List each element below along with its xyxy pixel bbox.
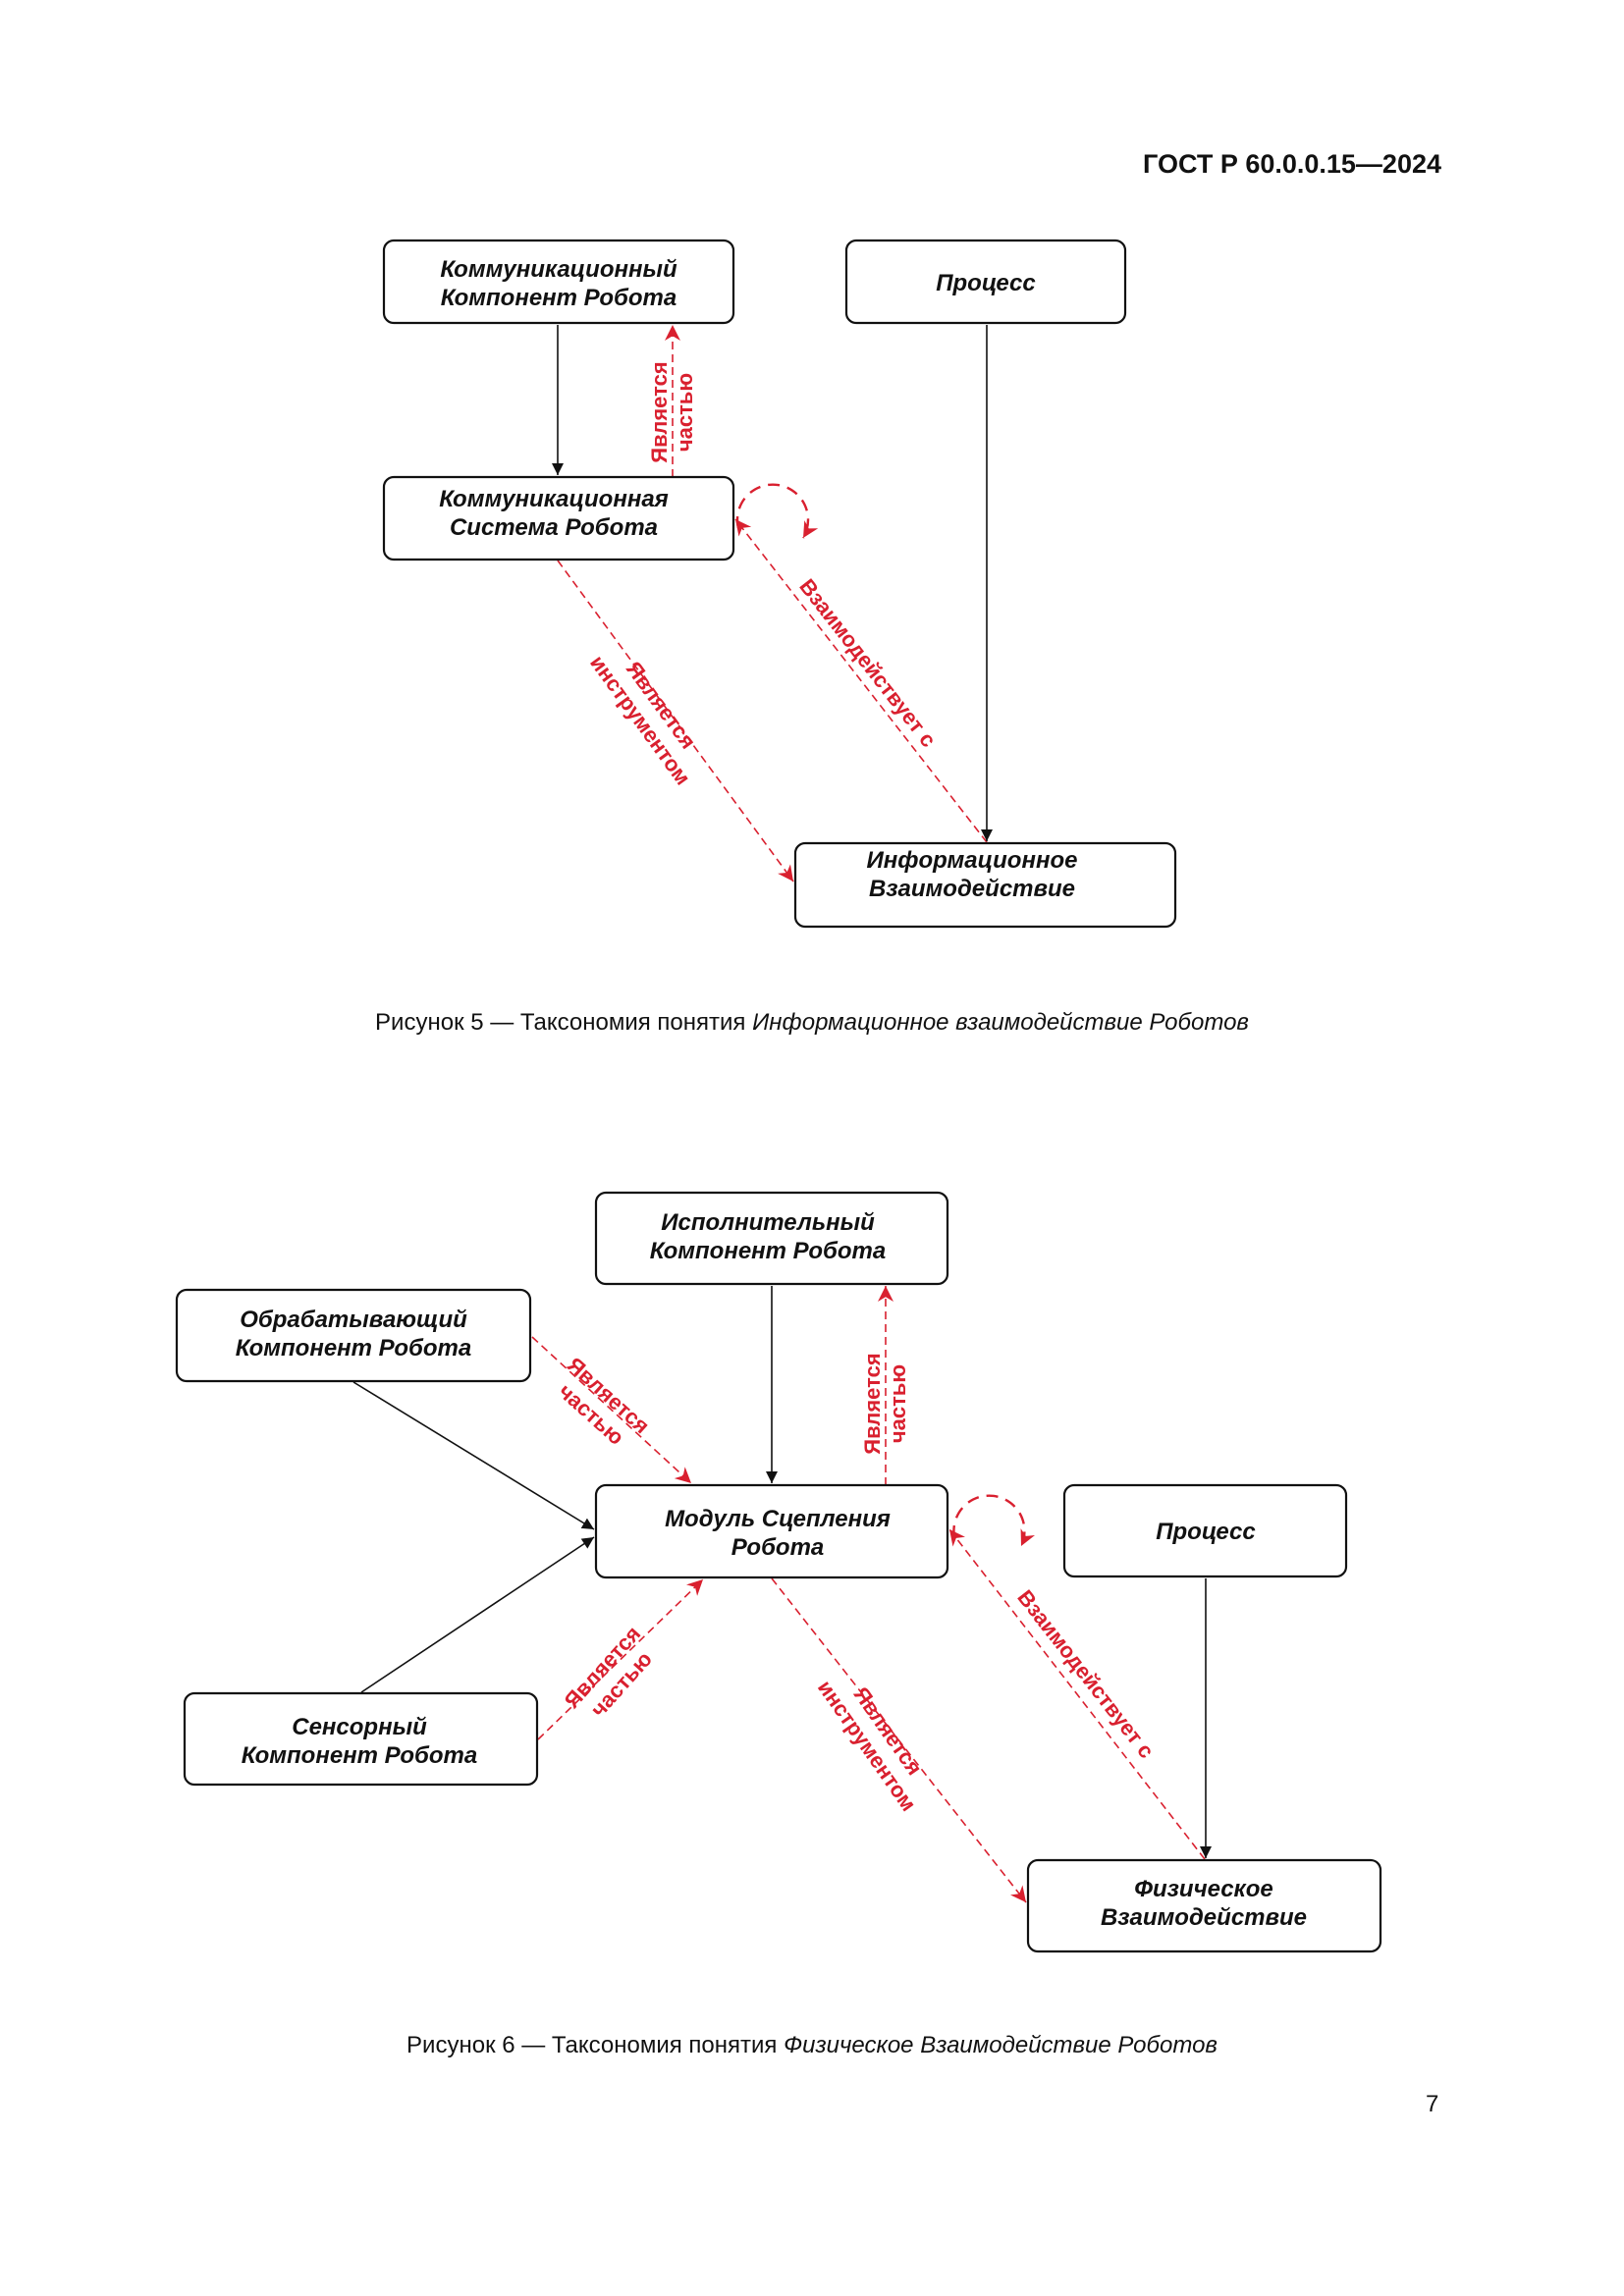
- edge-interacts: [734, 518, 988, 843]
- caption-prefix: Рисунок 5 — Таксономия понятия: [375, 1009, 753, 1036]
- label-interacts: Взаимодействует с: [794, 574, 941, 752]
- edge-processing-to-coupling: [352, 1381, 595, 1530]
- label-part-of: Являетсячастью: [647, 361, 697, 462]
- label-interacts: Взаимодействует с: [1012, 1585, 1159, 1763]
- edge-sensor-to-coupling: [360, 1536, 595, 1693]
- box-process: Процесс: [1062, 1483, 1348, 1578]
- self-loop-interacts: [952, 1494, 1036, 1547]
- svg-text:Процесс: Процесс: [936, 270, 1036, 296]
- figure-5-caption: Рисунок 5 — Таксономия понятия Информаци…: [0, 1009, 1624, 1037]
- document-id: ГОСТ Р 60.0.0.15—2024: [1143, 149, 1441, 179]
- label-tool: Являетсяинструментом: [813, 1661, 943, 1816]
- self-loop-interacts: [735, 483, 819, 539]
- edge-part-of-processing: [531, 1336, 692, 1484]
- label-part-of-actuator: Являетсячастью: [860, 1353, 910, 1454]
- label-tool: Являетсяинструментом: [585, 636, 716, 790]
- figure-6-caption: Рисунок 6 — Таксономия понятия Физическо…: [0, 2032, 1624, 2059]
- figure-6: Являетсячастью Являетсячастью Являетсяча…: [175, 1191, 1382, 1953]
- edge-part-of-sensor: [537, 1578, 704, 1740]
- caption-prefix: Рисунок 6 — Таксономия понятия: [406, 2032, 785, 2058]
- caption-term: Информационное взаимодействие Роботов: [752, 1009, 1249, 1036]
- figure-5: Являетсячастью Являетсяинструментом Взаи…: [382, 239, 1177, 929]
- edge-tool: [771, 1577, 1027, 1903]
- caption-term: Физическое Взаимодействие Роботов: [784, 2032, 1218, 2058]
- edge-interacts: [948, 1528, 1206, 1860]
- box-process: Процесс: [844, 239, 1127, 325]
- edge-tool: [557, 560, 794, 882]
- label-part-of-sensor: Являетсячастью: [560, 1622, 665, 1731]
- svg-text:Процесс: Процесс: [1156, 1519, 1256, 1545]
- label-part-of-processing: Являетсячастью: [546, 1353, 655, 1458]
- page-number: 7: [1426, 2091, 1439, 2117]
